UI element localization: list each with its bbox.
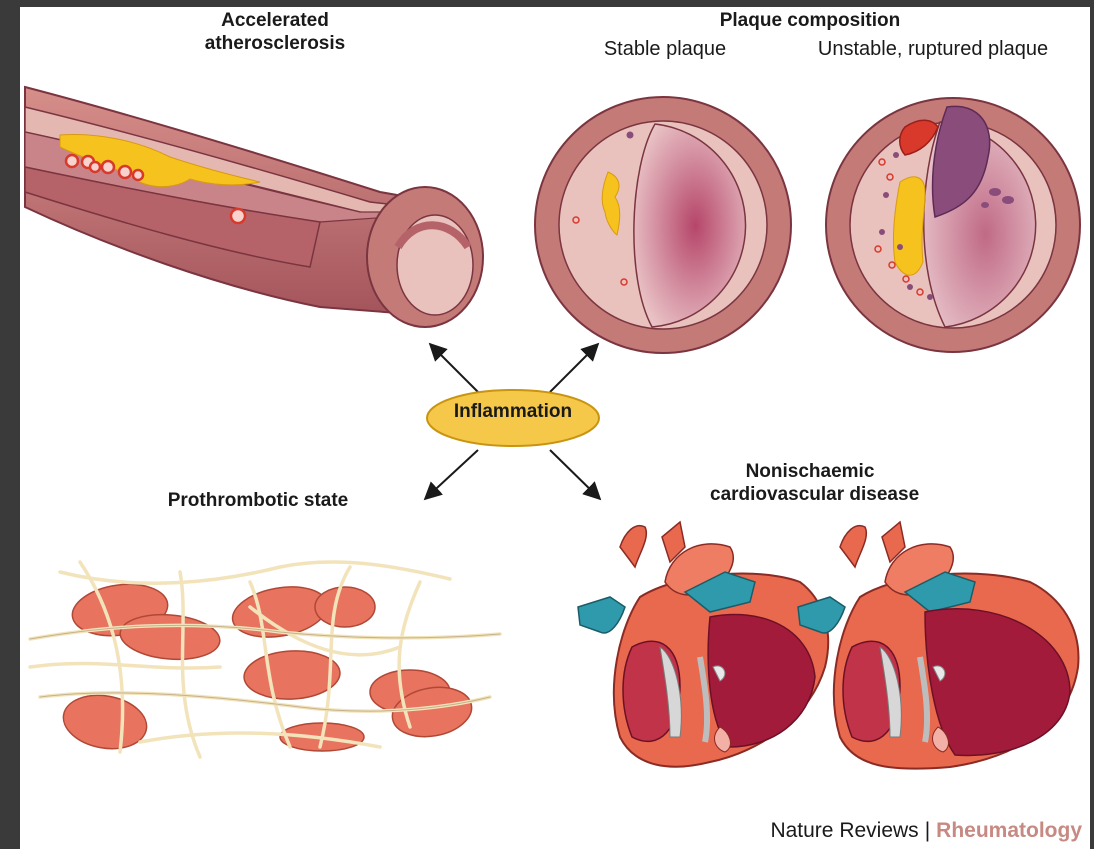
plaque-composition-title: Plaque composition [700, 9, 920, 32]
arrow-to-atherosclerosis [430, 344, 478, 392]
atherosclerosis-label-line1: Accelerated [175, 9, 375, 32]
credit-separator: | [925, 819, 930, 842]
inflammation-label: Inflammation [418, 401, 608, 423]
arrow-to-heart [550, 450, 600, 499]
arrow-to-prothrombotic [425, 450, 478, 499]
atherosclerosis-label-line2: atherosclerosis [175, 32, 375, 55]
heart-normal [578, 522, 828, 767]
journal-name: Nature Reviews [770, 819, 918, 842]
unstable-plaque-diagram [826, 98, 1080, 352]
stable-plaque-diagram [535, 97, 791, 353]
journal-credit: Nature Reviews | Rheumatology [770, 819, 1082, 843]
figure: Accelerated atherosclerosis Plaque compo… [20, 7, 1090, 849]
heart-dilated [798, 522, 1078, 769]
prothrombotic-label: Prothrombotic state [138, 489, 378, 512]
arrow-to-plaque [550, 344, 598, 392]
nonischaemic-label-line2: cardiovascular disease [710, 483, 910, 506]
stable-plaque-label: Stable plaque [575, 37, 755, 61]
unstable-plaque-label: Unstable, ruptured plaque [783, 37, 1083, 61]
illustration [20, 7, 1090, 849]
journal-subject: Rheumatology [936, 819, 1082, 842]
nonischaemic-label: Nonischaemic cardiovascular disease [710, 460, 910, 506]
prothrombotic-clot [30, 562, 500, 757]
atherosclerosis-label: Accelerated atherosclerosis [175, 9, 375, 55]
nonischaemic-label-line1: Nonischaemic [710, 460, 910, 483]
atherosclerosis-vessel [25, 87, 483, 327]
